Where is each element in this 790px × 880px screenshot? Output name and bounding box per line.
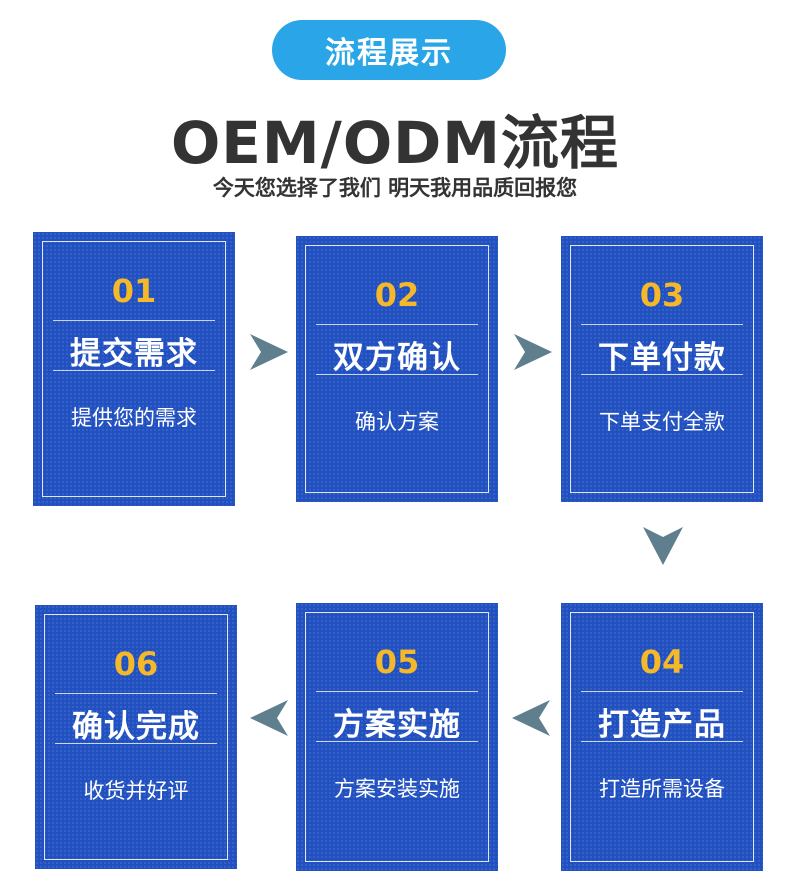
step-number: 03 bbox=[639, 276, 685, 314]
step-title: 方案实施 bbox=[333, 707, 461, 743]
divider bbox=[581, 691, 743, 692]
step-title: 提交需求 bbox=[70, 336, 198, 372]
divider bbox=[581, 324, 743, 325]
step-description: 提供您的需求 bbox=[71, 406, 197, 430]
step-card-5: 05 方案实施 方案安装实施 bbox=[296, 603, 498, 871]
step-card-3: 03 下单付款 下单支付全款 bbox=[561, 236, 763, 502]
divider bbox=[581, 741, 743, 742]
step-description: 打造所需设备 bbox=[599, 777, 725, 801]
divider bbox=[53, 320, 215, 321]
step-description: 下单支付全款 bbox=[599, 410, 725, 434]
divider bbox=[581, 374, 743, 375]
step-description: 收货并好评 bbox=[83, 779, 189, 803]
step-number: 01 bbox=[111, 272, 157, 310]
step-title: 打造产品 bbox=[598, 707, 726, 743]
divider bbox=[55, 743, 217, 744]
step-number: 04 bbox=[639, 643, 685, 681]
step-description: 确认方案 bbox=[355, 410, 439, 434]
page-title: OEM/ODM流程 bbox=[171, 109, 619, 177]
step-card-6: 06 确认完成 收货并好评 bbox=[35, 605, 237, 869]
step-title: 确认完成 bbox=[72, 709, 200, 745]
step-card-frame: 04 打造产品 打造所需设备 bbox=[570, 612, 754, 862]
step-number: 02 bbox=[374, 276, 420, 314]
step-card-frame: 03 下单付款 下单支付全款 bbox=[570, 245, 754, 493]
divider bbox=[316, 691, 478, 692]
step-description: 方案安装实施 bbox=[334, 777, 460, 801]
arrow-right-icon bbox=[514, 334, 552, 370]
step-card-frame: 01 提交需求 提供您的需求 bbox=[42, 241, 226, 497]
divider bbox=[53, 370, 215, 371]
divider bbox=[316, 324, 478, 325]
arrow-right-icon bbox=[250, 334, 288, 370]
arrow-left-icon bbox=[512, 700, 550, 736]
step-card-frame: 02 双方确认 确认方案 bbox=[305, 245, 489, 493]
divider bbox=[316, 374, 478, 375]
arrow-left-icon bbox=[250, 700, 288, 736]
section-badge: 流程展示 bbox=[272, 20, 506, 80]
step-card-2: 02 双方确认 确认方案 bbox=[296, 236, 498, 502]
step-number: 05 bbox=[374, 643, 420, 681]
step-title: 双方确认 bbox=[333, 340, 461, 376]
step-card-frame: 05 方案实施 方案安装实施 bbox=[305, 612, 489, 862]
divider bbox=[316, 741, 478, 742]
step-number: 06 bbox=[113, 645, 159, 683]
step-title: 下单付款 bbox=[598, 340, 726, 376]
divider bbox=[55, 693, 217, 694]
arrow-down-icon bbox=[643, 527, 683, 565]
page-subtitle: 今天您选择了我们 明天我用品质回报您 bbox=[212, 176, 578, 200]
step-card-1: 01 提交需求 提供您的需求 bbox=[33, 232, 235, 506]
step-card-4: 04 打造产品 打造所需设备 bbox=[561, 603, 763, 871]
step-card-frame: 06 确认完成 收货并好评 bbox=[44, 614, 228, 860]
